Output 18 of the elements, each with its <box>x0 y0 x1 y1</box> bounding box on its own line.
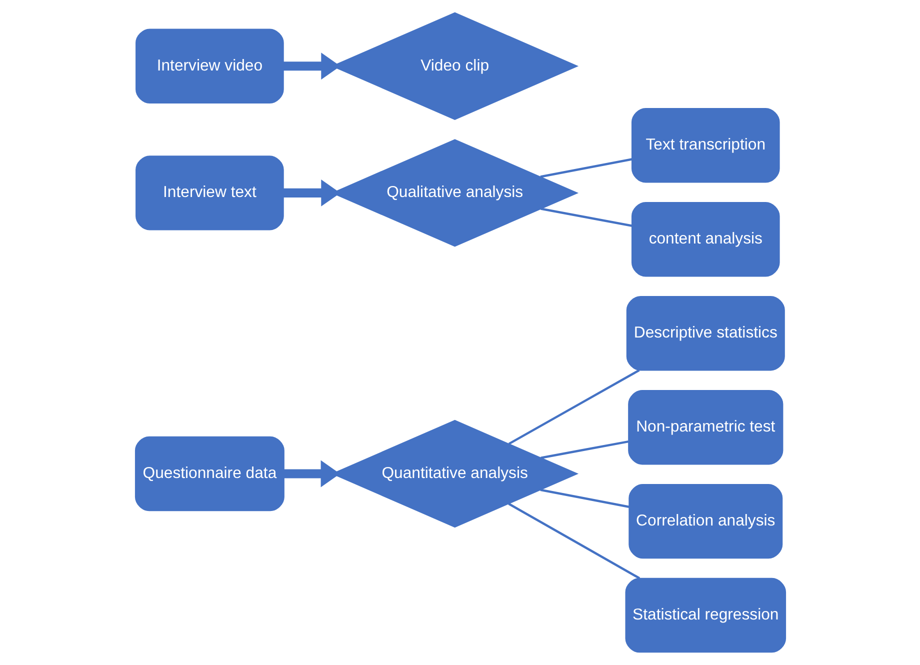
arrow <box>282 52 340 80</box>
arrow <box>282 180 340 206</box>
connector <box>540 488 629 508</box>
node-box: Text transcription <box>630 108 780 183</box>
node-box: Interview video <box>135 28 284 104</box>
connector <box>508 502 640 580</box>
node-box: Interview text <box>135 156 284 230</box>
node-box: Descriptive statistics <box>626 296 784 371</box>
connector <box>508 369 640 445</box>
node-box: content analysis <box>630 202 780 277</box>
arrow <box>284 460 340 488</box>
connector <box>540 208 632 227</box>
node-box: Questionnaire data <box>134 436 284 512</box>
node-box: Correlation analysis <box>628 484 782 559</box>
connector <box>540 158 632 178</box>
node-box: Non-parametric test <box>628 390 783 465</box>
connector <box>540 440 628 460</box>
node-box: Statistical regression <box>624 578 786 653</box>
